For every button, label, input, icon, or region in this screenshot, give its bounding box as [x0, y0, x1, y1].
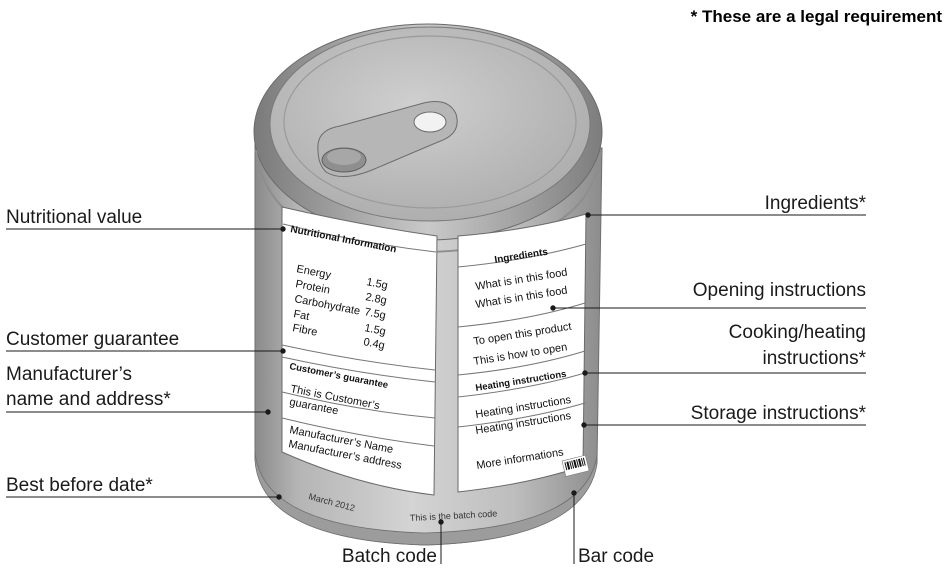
- nutrition-row-value: 1.5g: [363, 322, 386, 338]
- callout-ingredients: Ingredients*: [765, 193, 867, 214]
- callout-cooking-line2: instructions*: [763, 348, 867, 369]
- callout-bar-code: Bar code: [578, 546, 654, 567]
- callout-cooking-line1: Cooking/heating: [729, 322, 866, 343]
- callout-batch-code: Batch code: [342, 546, 437, 567]
- nutrition-row-value: 0.4g: [362, 336, 385, 352]
- nutrition-row-value: 1.5g: [365, 276, 388, 292]
- legal-requirement-note: * These are a legal requirement: [691, 7, 943, 26]
- pull-tab: [317, 101, 458, 177]
- nutrition-row-value: 2.8g: [364, 291, 387, 307]
- callout-nutritional-value: Nutritional value: [6, 207, 142, 228]
- callout-customer-guarantee: Customer guarantee: [6, 329, 179, 350]
- callout-manufacturer-line1: Manufacturer’s: [6, 364, 132, 385]
- nutrition-row-value: 7.5g: [363, 306, 386, 322]
- barcode: [561, 454, 590, 477]
- nutrition-row-name: Fibre: [291, 322, 318, 339]
- callout-best-before: Best before date*: [6, 475, 153, 496]
- batch-code-text: This is the batch code: [410, 508, 498, 523]
- leader-lines: [6, 212, 866, 564]
- right-label-panel: [457, 213, 587, 493]
- callout-opening: Opening instructions: [693, 280, 866, 301]
- callout-storage: Storage instructions*: [691, 403, 867, 424]
- left-label-panel: [281, 206, 438, 496]
- nutrition-row-name: Fat: [292, 308, 310, 323]
- callout-manufacturer-line2: name and address*: [6, 389, 171, 410]
